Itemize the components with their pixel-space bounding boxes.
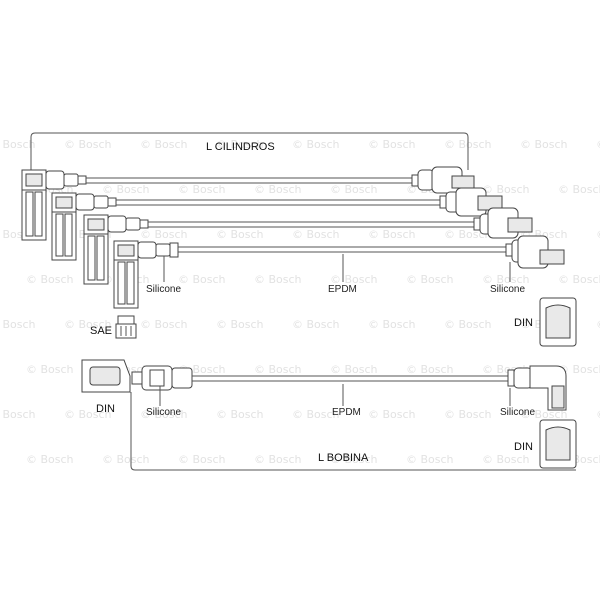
watermark-text: © Bosch	[216, 228, 264, 241]
l-bobina-label: L BOBINA	[318, 452, 369, 464]
l-cilindros-label: L CILINDROS	[206, 141, 275, 153]
watermark-text: © Bosch	[216, 318, 264, 331]
watermark-text: © Bosch	[520, 408, 568, 421]
watermark-text: © Bosch	[140, 228, 188, 241]
sae-label: SAE	[90, 325, 112, 337]
watermark-text: © Bosch	[368, 318, 416, 331]
silicone-bottom-left-label: Silicone	[146, 407, 181, 418]
watermark-text: © Bosch	[292, 408, 340, 421]
watermark-text: © Bosch	[178, 273, 226, 286]
watermark-text: © Bosch	[368, 138, 416, 151]
cilindros-length-bracket	[30, 132, 469, 172]
watermark-text: © Bosch	[368, 228, 416, 241]
silicone-bottom-right-label: Silicone	[500, 407, 535, 418]
watermark-text: © Bosch	[406, 363, 454, 376]
din-connector-top-right	[539, 297, 577, 347]
watermark-text: © Bosch	[330, 453, 378, 466]
watermark-text: © Bosch	[254, 363, 302, 376]
watermark-text: © Bosch	[140, 408, 188, 421]
silicone-top-right-label: Silicone	[490, 284, 525, 295]
watermark-text: © Bosch	[596, 138, 600, 151]
watermark-text: © Bosch	[26, 453, 74, 466]
sae-adapter	[115, 315, 137, 339]
watermark-text: © Bosch	[482, 273, 530, 286]
watermark-text: © Bosch	[140, 318, 188, 331]
watermark-text: © Bosch	[216, 408, 264, 421]
din-top-right-label: DIN	[514, 317, 533, 329]
din-left-label: DIN	[96, 403, 115, 415]
silicone-top-left-label: Silicone	[146, 284, 181, 295]
watermark-text: © Bosch	[216, 138, 264, 151]
watermark-text: © Bosch	[64, 138, 112, 151]
din-connector-bottom-right	[539, 419, 577, 469]
watermark-text: © Bosch	[26, 273, 74, 286]
cylinder-cable-2	[51, 187, 503, 261]
watermark-text: © Bosch	[292, 138, 340, 151]
watermark-text: © Bosch	[102, 453, 150, 466]
watermark-text: © Bosch	[482, 183, 530, 196]
watermark-text: © Bosch	[330, 183, 378, 196]
watermark-text: © Bosch	[406, 453, 454, 466]
watermark-text: © Bosch	[178, 453, 226, 466]
watermark-text: © Bosch	[558, 183, 600, 196]
watermark-text: © Bosch	[178, 183, 226, 196]
watermark-text: © Bosch	[0, 138, 36, 151]
watermark-text: © Bosch	[102, 183, 150, 196]
watermark-text: © Bosch	[596, 408, 600, 421]
watermark-text: © Bosch	[406, 273, 454, 286]
watermark-text: © Bosch	[0, 318, 36, 331]
din-connector-left	[81, 359, 131, 393]
watermark-text: © Bosch	[292, 318, 340, 331]
coil-cable	[131, 365, 567, 411]
watermark-text: © Bosch	[64, 408, 112, 421]
watermark-text: © Bosch	[368, 408, 416, 421]
watermark-text: © Bosch	[26, 363, 74, 376]
cylinder-cable-3	[83, 207, 533, 285]
watermark-text: © Bosch	[596, 318, 600, 331]
epdm-top-label: EPDM	[328, 284, 357, 295]
bobina-length-bracket	[130, 392, 576, 471]
watermark-text: © Bosch	[330, 273, 378, 286]
watermark-text: © Bosch	[254, 453, 302, 466]
watermark-text: © Bosch	[254, 183, 302, 196]
watermark-text: © Bosch	[444, 408, 492, 421]
watermark-text: © Bosch	[596, 228, 600, 241]
watermark-text: © Bosch	[254, 273, 302, 286]
watermark-text: © Bosch	[558, 273, 600, 286]
watermark-text: © Bosch	[140, 138, 188, 151]
epdm-bottom-label: EPDM	[332, 407, 361, 418]
watermark-text: © Bosch	[558, 363, 600, 376]
watermark-text: © Bosch	[444, 318, 492, 331]
watermark-text: © Bosch	[482, 453, 530, 466]
watermark-text: © Bosch	[444, 228, 492, 241]
din-bottom-right-label: DIN	[514, 441, 533, 453]
cylinder-cable-4	[113, 235, 565, 309]
watermark-text: © Bosch	[0, 408, 36, 421]
watermark-text: © Bosch	[64, 318, 112, 331]
watermark-text: © Bosch	[330, 363, 378, 376]
watermark-text: © Bosch	[292, 228, 340, 241]
watermark-text: © Bosch	[520, 138, 568, 151]
